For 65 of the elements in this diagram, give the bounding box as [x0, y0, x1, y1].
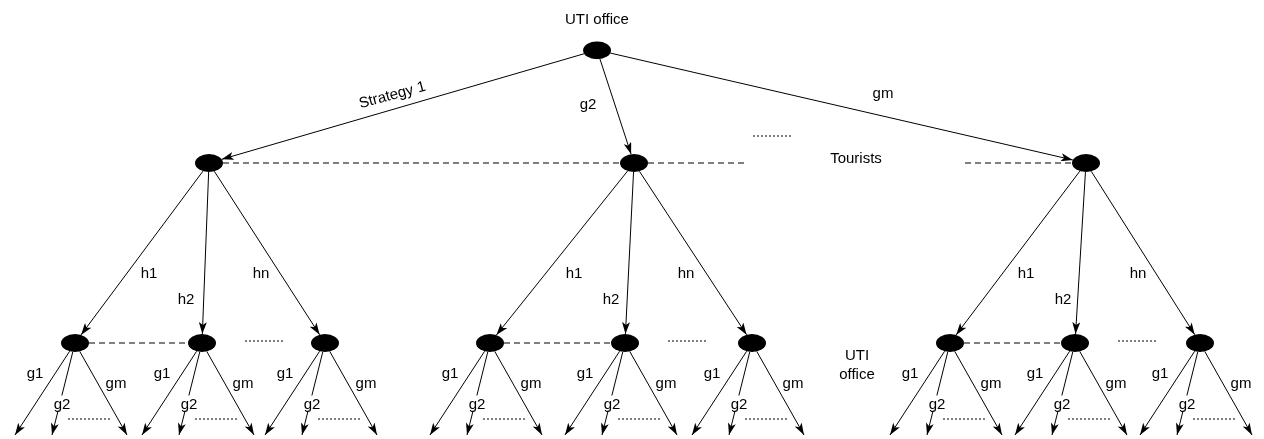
- arrow: [264, 350, 321, 436]
- arrow: [178, 351, 201, 436]
- arrow: [14, 350, 71, 436]
- arrow: [638, 170, 748, 336]
- edge-label: g2: [1177, 395, 1197, 411]
- edge-label: h1: [139, 264, 159, 280]
- arrow: [889, 350, 946, 436]
- edge-label: hn: [676, 264, 696, 280]
- arrow: [955, 170, 1081, 336]
- text-label: UTI office: [838, 346, 876, 384]
- arrow: [954, 350, 1003, 436]
- edge-label: g2: [927, 395, 947, 411]
- edge-label: g2: [467, 395, 487, 411]
- arrow: [1176, 351, 1199, 436]
- arrow: [213, 170, 321, 336]
- arrow: [221, 53, 585, 160]
- dashed-line: [964, 162, 1073, 164]
- arrow: [1090, 170, 1196, 336]
- node-label: UTI office: [565, 10, 629, 29]
- text-label: Tourists: [830, 148, 882, 168]
- arrow: [564, 350, 621, 436]
- arrow: [329, 350, 378, 436]
- edge-label: g2: [302, 395, 322, 411]
- edge-label: hn: [251, 264, 271, 280]
- arrow: [926, 351, 949, 436]
- edge-label: h1: [564, 264, 584, 280]
- arrow: [141, 350, 198, 436]
- arrow: [629, 350, 678, 436]
- arrow: [1139, 350, 1196, 436]
- arrow: [51, 351, 74, 436]
- arrow: [1204, 350, 1253, 436]
- edge-label: g2: [179, 395, 199, 411]
- edge-label: h2: [1053, 290, 1073, 306]
- edge-label: h1: [1016, 264, 1036, 280]
- arrow: [429, 350, 486, 436]
- arrow: [80, 170, 204, 336]
- edge-label: h2: [176, 290, 196, 306]
- dashed-line: [503, 342, 612, 344]
- arrow: [79, 350, 128, 436]
- arrow: [494, 350, 543, 436]
- arrow: [466, 351, 489, 436]
- edge-label: g2: [1052, 395, 1072, 411]
- arrow: [495, 170, 629, 336]
- arrow: [198, 171, 210, 335]
- arrow: [609, 52, 1074, 162]
- dashed-line: [963, 342, 1062, 344]
- dashed-line: [222, 162, 621, 164]
- arrow: [1014, 350, 1071, 436]
- arrow: [599, 58, 632, 155]
- edge-label: hn: [1128, 264, 1148, 280]
- arrow: [756, 350, 805, 436]
- edge-label: h2: [601, 290, 621, 306]
- arrow: [601, 351, 624, 436]
- arrow: [1079, 350, 1128, 436]
- edge-label: g2: [52, 395, 72, 411]
- arrow: [301, 351, 324, 436]
- edge-label: g2: [729, 395, 749, 411]
- arrow: [1051, 351, 1074, 436]
- arrow: [206, 350, 255, 436]
- edge-label: g2: [602, 395, 622, 411]
- arrow: [691, 350, 748, 436]
- arrow: [728, 351, 751, 436]
- tree-node: [565, 10, 629, 59]
- arrow: [622, 171, 635, 335]
- arrow: [1072, 171, 1086, 335]
